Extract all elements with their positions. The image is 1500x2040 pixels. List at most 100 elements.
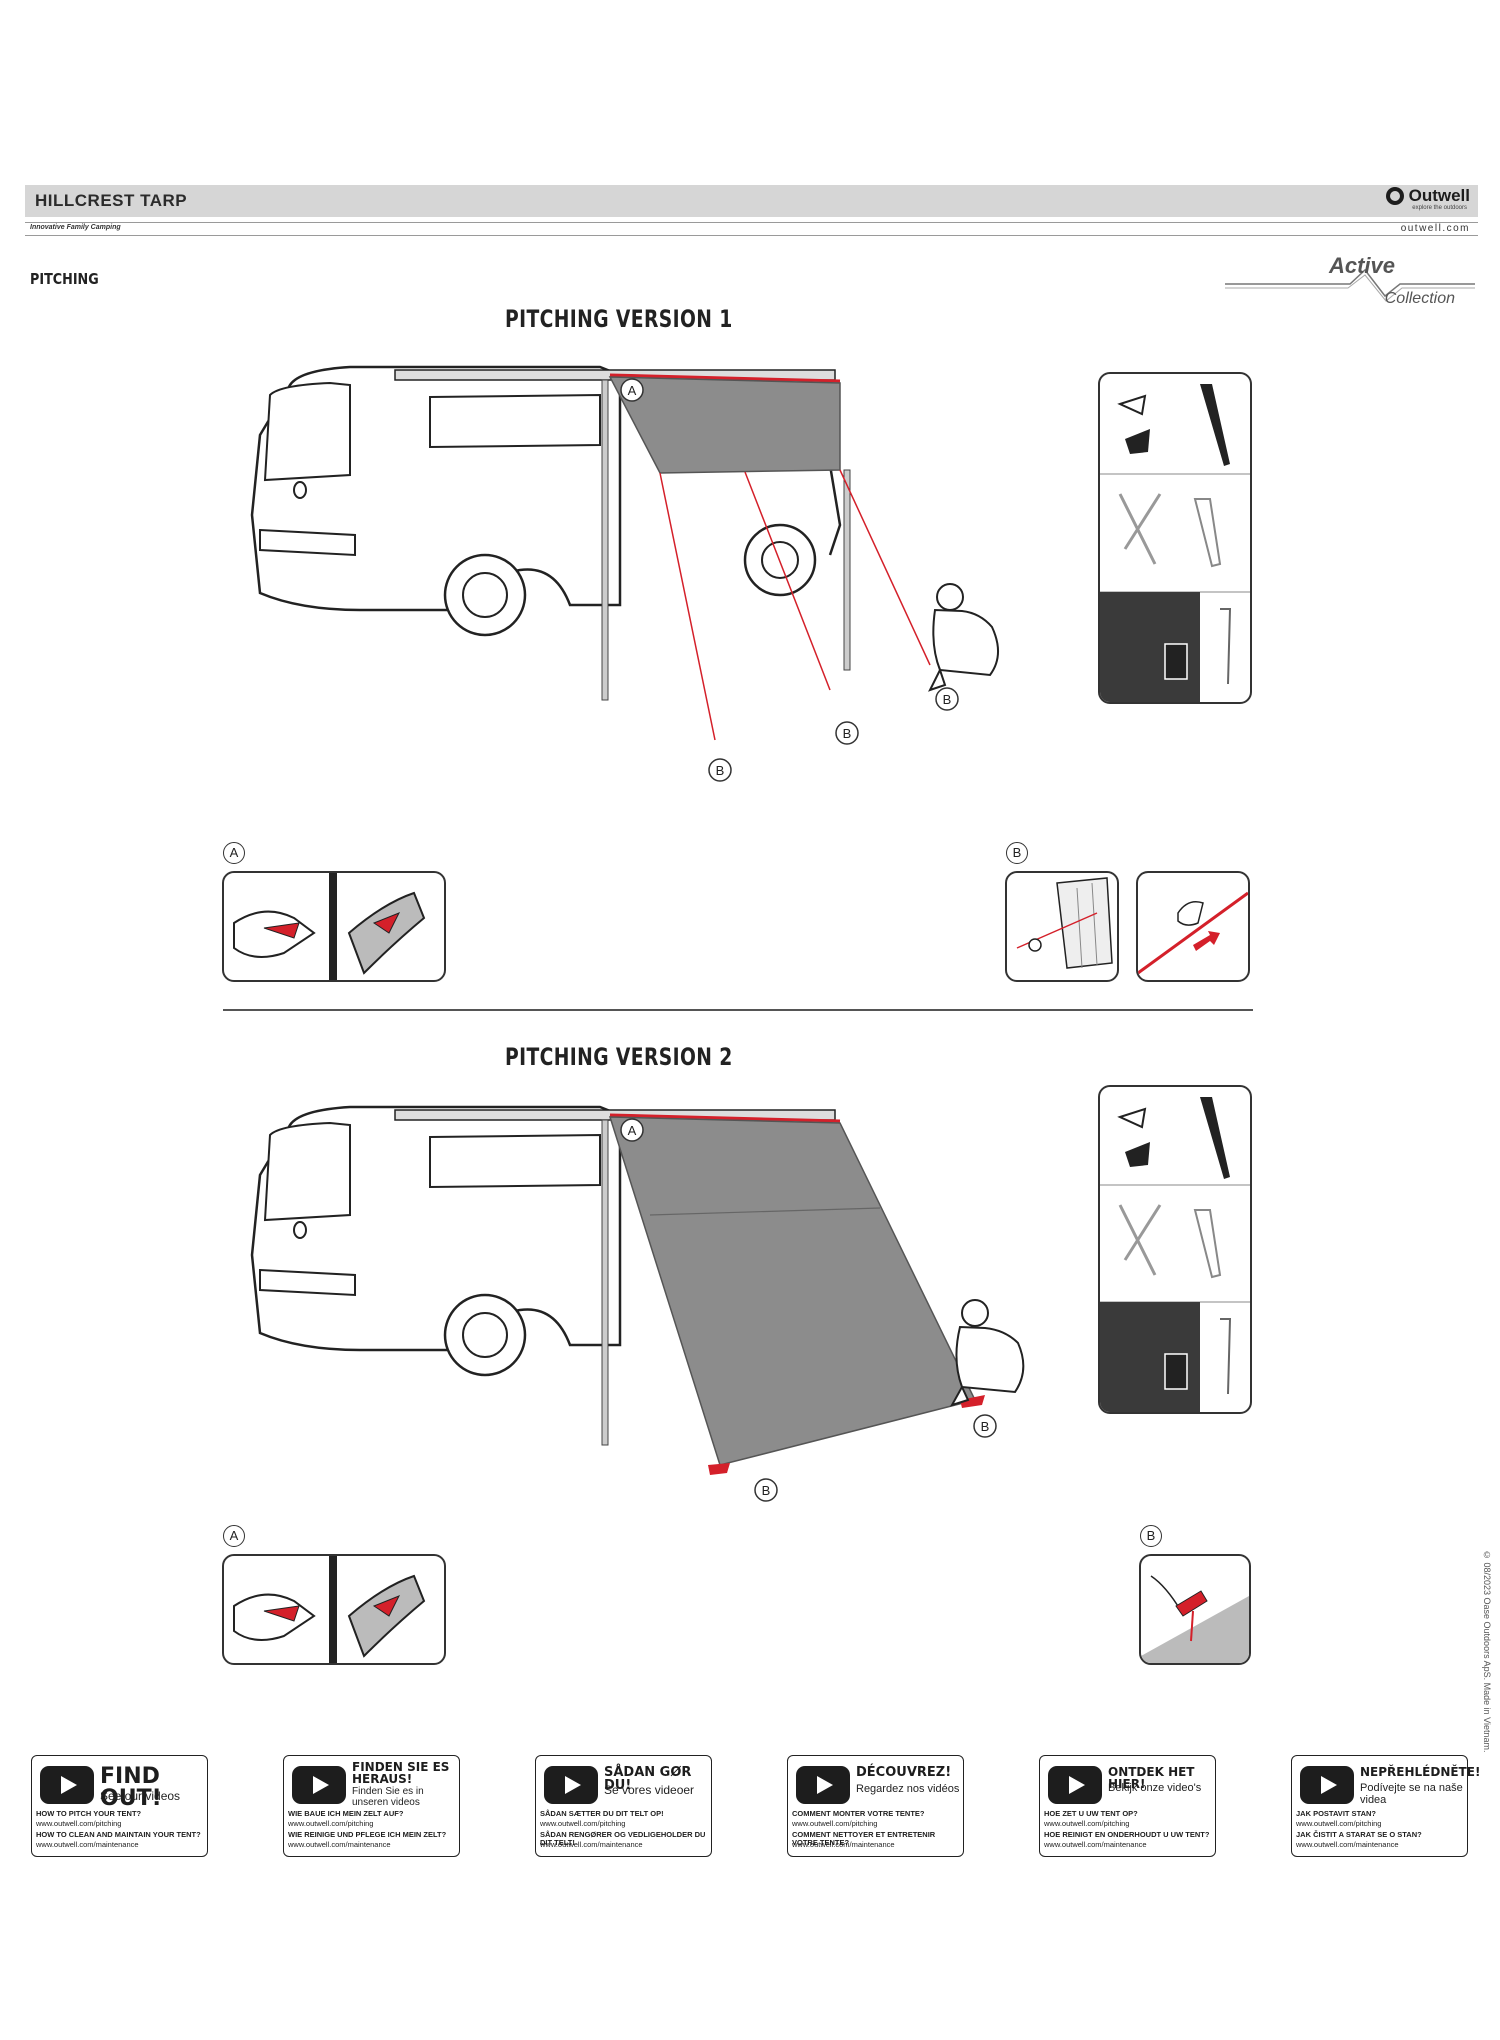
care-question: COMMENT NETTOYER ET ENTRETENIR VOTRE TEN… — [792, 1830, 936, 1848]
product-title: HILLCREST TARP — [35, 191, 188, 210]
divider-line — [25, 235, 1478, 236]
care-url[interactable]: www.outwell.com/maintenance — [1296, 1840, 1399, 1849]
van-rear-window — [263, 381, 351, 482]
care-url[interactable]: www.outwell.com/maintenance — [540, 1840, 643, 1849]
peg-strap — [708, 1463, 730, 1475]
van-rear-window — [263, 1121, 351, 1222]
brand-logo: Outwell — [1385, 186, 1470, 206]
guy-line — [659, 472, 716, 741]
callout-b-label: B — [843, 726, 852, 741]
section-label: PITCHING — [30, 270, 99, 288]
brand-name: Outwell — [1408, 186, 1470, 205]
divider-line — [25, 222, 1478, 223]
peg-outline-icon — [1193, 1209, 1222, 1279]
care-url[interactable]: www.outwell.com/maintenance — [288, 1840, 391, 1849]
care-question: JAK ČISTIT A STARAT SE O STAN? — [1296, 1830, 1422, 1839]
tarp-sheet — [608, 1116, 977, 1466]
peg-bracket-icon — [1164, 643, 1188, 680]
video-card-subheading: Se vores videoer — [604, 1783, 695, 1797]
pitch-question: HOE ZET U UW TENT OP? — [1044, 1809, 1138, 1818]
play-icon — [1300, 1766, 1354, 1804]
video-card-heading: FINDEN SIE ES HERAUS! — [352, 1760, 450, 1786]
peg-outline-icon — [1193, 498, 1222, 568]
van-side-window — [429, 393, 601, 449]
version-1-illustration: A B B B — [250, 365, 999, 782]
callout-b — [935, 687, 959, 711]
video-card-subheading: Podívejte se na naše videa — [1360, 1782, 1463, 1806]
care-url[interactable]: www.outwell.com/maintenance — [36, 1840, 139, 1849]
care-question: HOE REINIGT EN ONDERHOUDT U UW TENT? — [1044, 1830, 1210, 1839]
tensioner-dark-icon — [1125, 429, 1150, 454]
callout-a — [620, 378, 644, 402]
version-2-title: PITCHING VERSION 2 — [505, 1043, 733, 1071]
pitch-url[interactable]: www.outwell.com/pitching — [36, 1819, 122, 1828]
pitch-url[interactable]: www.outwell.com/pitching — [1296, 1819, 1382, 1828]
callout-a-label: A — [628, 1123, 637, 1138]
tensioner-icon — [1117, 1107, 1147, 1129]
callout-b-label: B — [981, 1419, 990, 1434]
video-card-nl[interactable]: ONTDEK HET HIER! Bekijk onze video's HOE… — [1039, 1755, 1216, 1857]
detail-b-label: B — [1140, 1525, 1162, 1547]
video-card-de[interactable]: FINDEN SIE ES HERAUS! Finden Sie es in u… — [283, 1755, 460, 1857]
care-url[interactable]: www.outwell.com/maintenance — [792, 1840, 895, 1849]
pitch-question: COMMENT MONTER VOTRE TENTE? — [792, 1809, 925, 1818]
section-divider — [223, 1009, 1253, 1011]
pole-left — [601, 379, 609, 701]
care-url[interactable]: www.outwell.com/maintenance — [1044, 1840, 1147, 1849]
callout-b-label: B — [716, 763, 725, 778]
tarp-sheet — [608, 376, 841, 474]
play-icon — [544, 1766, 598, 1804]
header-bar — [25, 185, 1478, 217]
callout-b — [973, 1414, 997, 1438]
peg-bracket-icon — [1164, 1353, 1188, 1390]
pole-pieces-icon — [1118, 1204, 1162, 1276]
video-card-en[interactable]: FIND OUT! See our videos HOW TO PITCH YO… — [31, 1755, 208, 1857]
accessories-illustration — [1100, 384, 1250, 702]
van-badge — [293, 481, 307, 499]
video-card-heading: FIND OUT! — [100, 1764, 162, 1811]
pitch-question: SÅDAN SÆTTER DU DIT TELT OP! — [540, 1809, 664, 1818]
video-card-heading: SÅDAN GØR DU! — [604, 1765, 692, 1793]
video-card-heading: NEPŘEHLÉDNĚTE! — [1360, 1765, 1481, 1779]
video-card-heading: DÉCOUVREZ! — [856, 1765, 952, 1780]
pitch-url[interactable]: www.outwell.com/pitching — [288, 1819, 374, 1828]
detail-a-panel — [222, 871, 446, 982]
detail-b-panel-1 — [1005, 871, 1119, 982]
video-card-subheading: Finden Sie es in unseren videos — [352, 1786, 424, 1808]
tensioner-icon — [1117, 394, 1147, 416]
tensioner-dark-icon — [1125, 1142, 1150, 1167]
play-icon — [796, 1766, 850, 1804]
pitch-question: WIE BAUE ICH MEIN ZELT AUF? — [288, 1809, 404, 1818]
pole-pieces-icon — [1118, 493, 1162, 565]
pitch-url[interactable]: www.outwell.com/pitching — [792, 1819, 878, 1828]
play-icon — [292, 1766, 346, 1804]
video-card-da[interactable]: SÅDAN GØR DU! Se vores videoer SÅDAN SÆT… — [535, 1755, 712, 1857]
care-question: HOW TO CLEAN AND MAINTAIN YOUR TENT? — [36, 1830, 201, 1839]
callout-b-label: B — [943, 692, 952, 707]
pole-left — [601, 1119, 609, 1446]
detail-b-label: B — [1006, 842, 1028, 864]
active-collection-logo — [1225, 268, 1475, 302]
guy-line — [839, 469, 931, 666]
play-icon — [1048, 1766, 1102, 1804]
video-card-heading: ONTDEK HET HIER! — [1108, 1765, 1195, 1791]
van-badge — [293, 1221, 307, 1239]
video-card-subheading: Regardez nos vidéos — [856, 1783, 960, 1795]
copyright-notice: © 08/2023 Oase Outdoors ApS. Made in Vie… — [1482, 1550, 1492, 1753]
video-card-subheading: See our videos — [100, 1789, 181, 1803]
detail-b-panel — [1139, 1554, 1251, 1665]
video-card-fr[interactable]: DÉCOUVREZ! Regardez nos vidéos COMMENT M… — [787, 1755, 964, 1857]
pitch-question: HOW TO PITCH YOUR TENT? — [36, 1809, 142, 1818]
video-card-cs[interactable]: NEPŘEHLÉDNĚTE! Podívejte se na naše vide… — [1291, 1755, 1481, 1857]
callout-b — [754, 1478, 778, 1502]
peg-icon — [1200, 1097, 1230, 1179]
collection-word-active: Active — [1328, 253, 1395, 278]
pitch-url[interactable]: www.outwell.com/pitching — [540, 1819, 626, 1828]
mallet-icon — [1175, 1590, 1208, 1617]
video-card-subheading: Bekijk onze video's — [1108, 1782, 1202, 1794]
detail-a-illustration — [233, 1556, 426, 1663]
version-1-title: PITCHING VERSION 1 — [505, 305, 733, 333]
pitch-url[interactable]: www.outwell.com/pitching — [1044, 1819, 1130, 1828]
accessories-illustration — [1100, 1097, 1250, 1412]
kneeling-person — [928, 583, 999, 692]
